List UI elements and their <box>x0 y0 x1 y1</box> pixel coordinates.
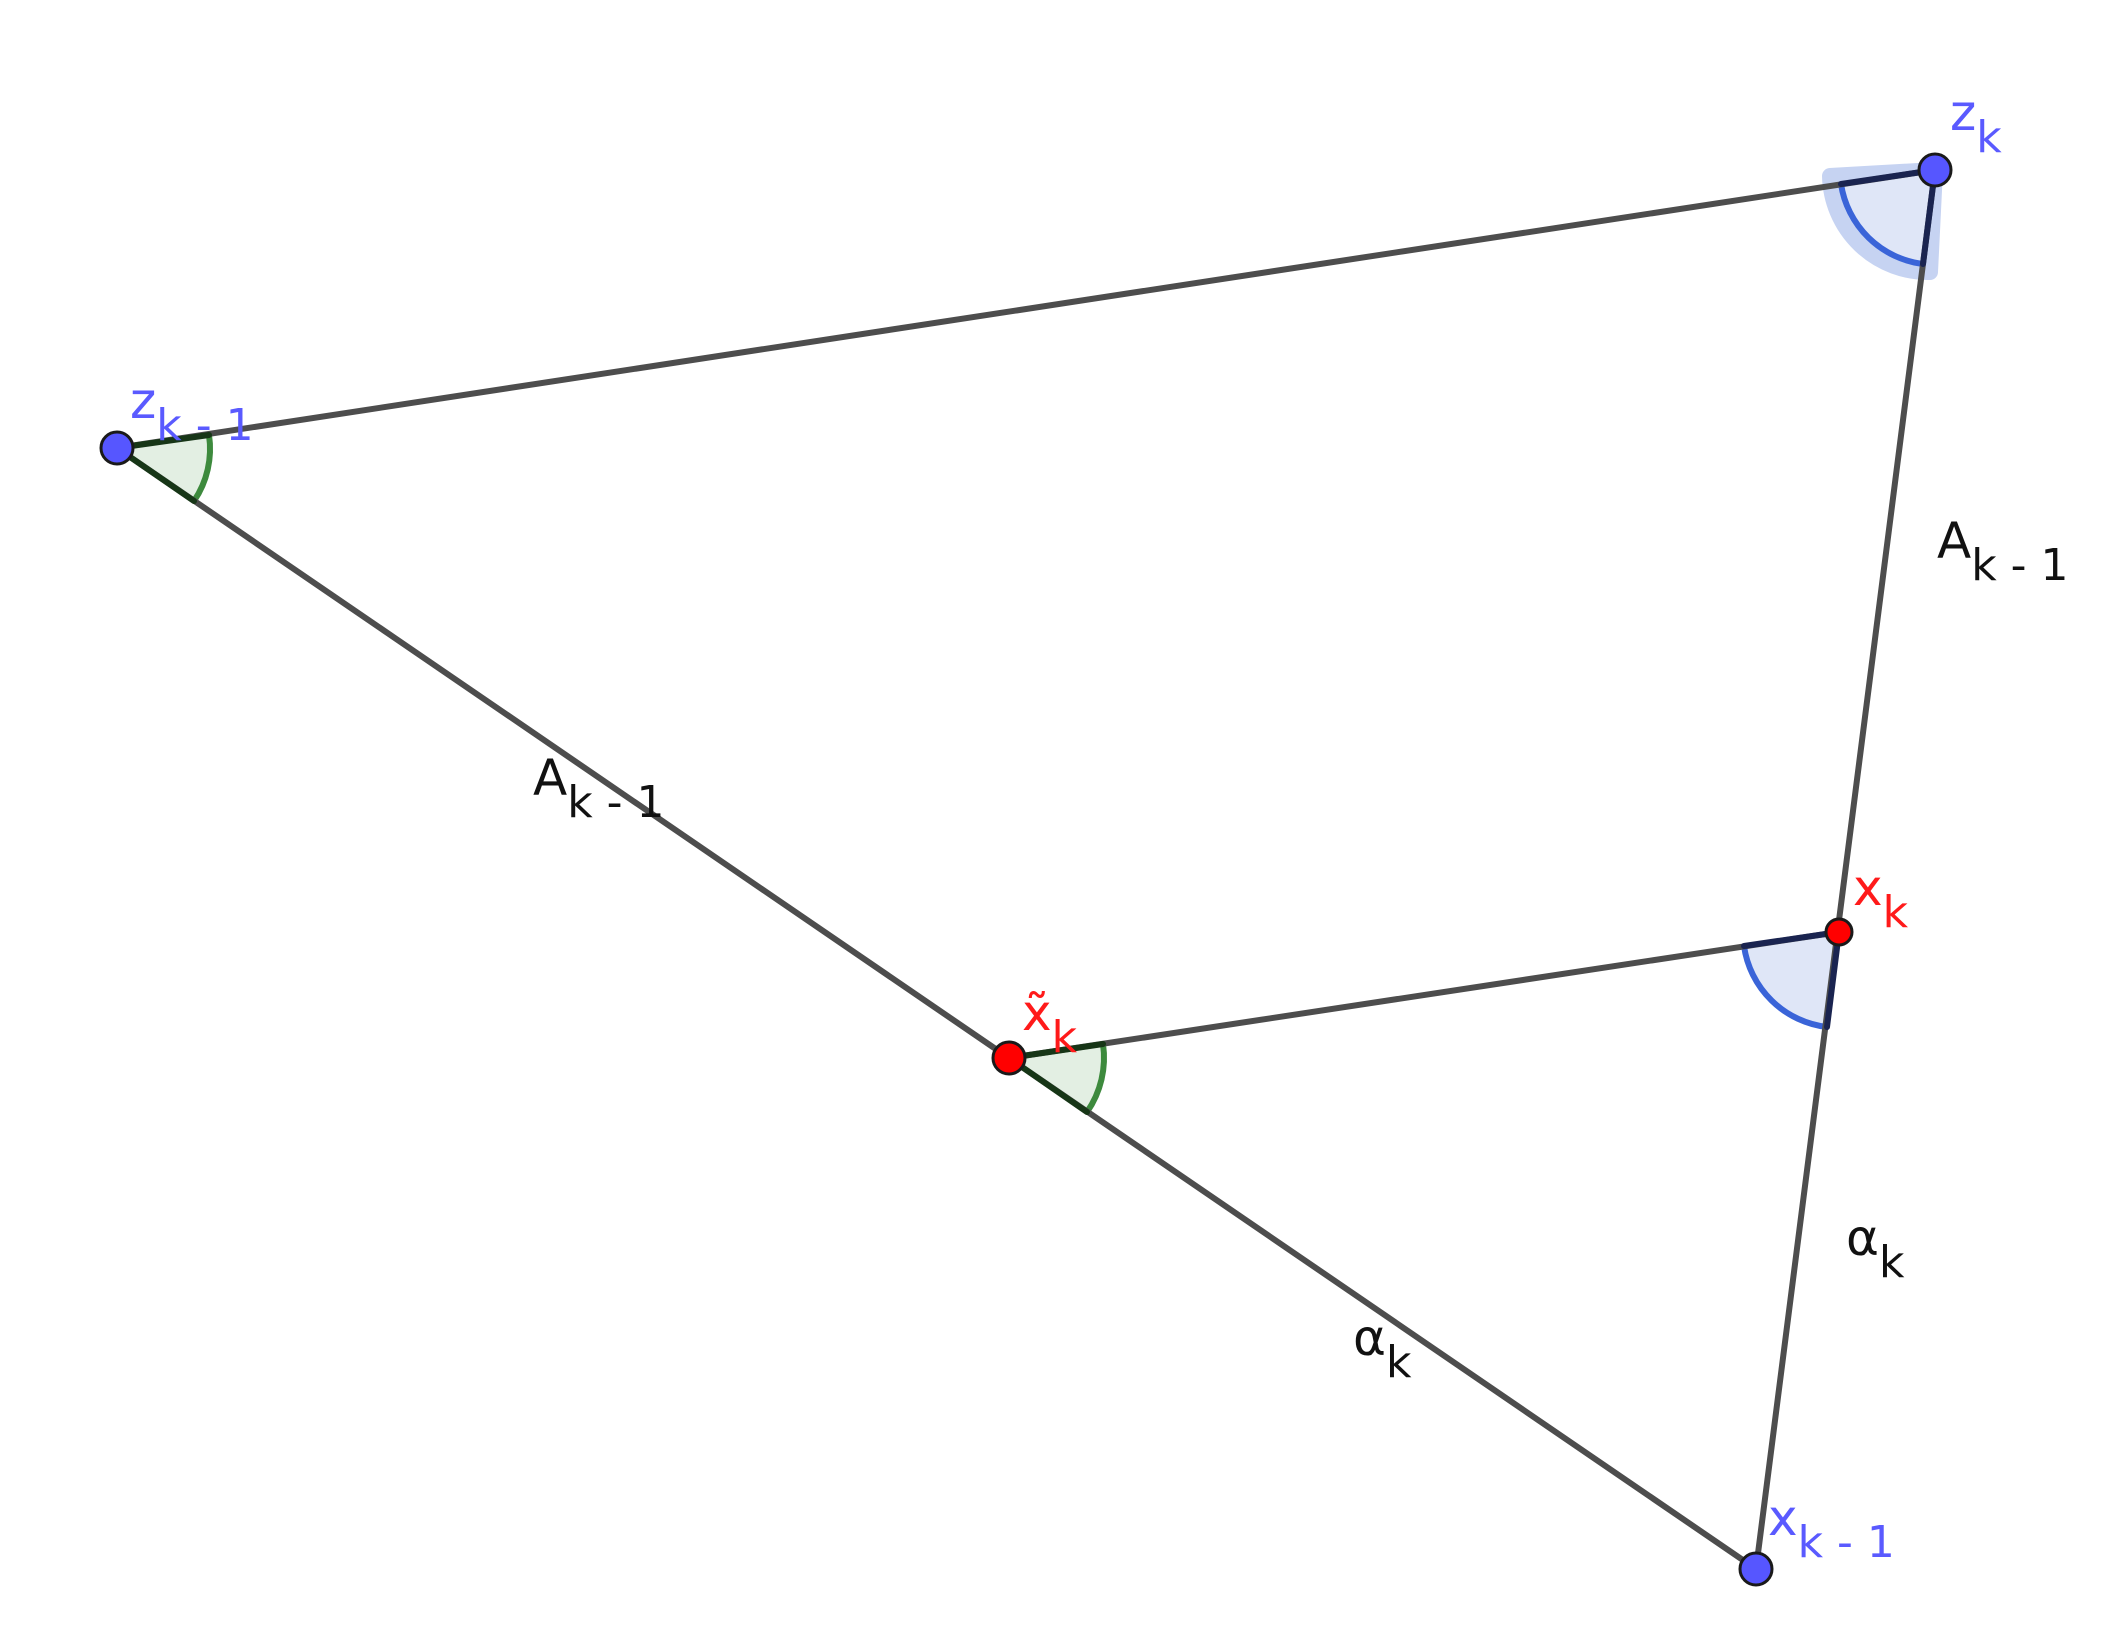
angle-arc-z-k <box>1838 183 1924 267</box>
label-segment-right-lower: αk <box>1846 1209 1905 1288</box>
angle-arc-z-k-minus-1 <box>191 434 214 503</box>
angle-arc-x-k <box>1741 945 1828 1030</box>
label-x-k-sub: k <box>1883 887 1909 938</box>
label-segment-left-upper-sub: k - 1 <box>567 777 664 828</box>
segment-x-tilde-k-to-x-k <box>1006 929 1842 1061</box>
label-z-k-minus-1: zk - 1 <box>130 372 254 451</box>
label-segment-left-upper: Ak - 1 <box>533 749 665 828</box>
angle-arc-x-tilde-k <box>1084 1043 1107 1114</box>
label-segment-left-lower-sub: k <box>1386 1337 1412 1388</box>
angle-arm-x-k-a <box>1741 929 1842 949</box>
label-x-k-minus-1-sub: k - 1 <box>1798 1517 1895 1568</box>
point-x-k[interactable] <box>1824 917 1854 947</box>
label-z-k-base: z <box>1950 84 1976 142</box>
point-x-tilde-k[interactable] <box>991 1040 1027 1076</box>
label-z-k-sub: k <box>1976 112 2002 163</box>
segment-z-k-minus-1-to-x-k-minus-1 <box>114 445 1759 1572</box>
label-x-k-base: x <box>1853 859 1883 917</box>
angle-marker-x-k <box>1744 932 1839 1027</box>
segment-z-k-to-x-k-minus-1 <box>1753 167 1938 1572</box>
angle-marker-z-k-minus-1 <box>117 435 211 501</box>
label-z-k-minus-1-base: z <box>130 372 156 430</box>
label-z-k: zk <box>1950 84 2002 163</box>
label-x-k-minus-1-base: x <box>1768 1489 1798 1547</box>
point-z-k[interactable] <box>1917 152 1953 188</box>
segment-z-k-minus-1-to-z-k <box>114 167 1938 451</box>
label-segment-left-upper-base: A <box>533 749 567 807</box>
label-x-tilde-k-sub: k <box>1052 1012 1078 1063</box>
label-segment-left-lower: αk <box>1353 1309 1412 1388</box>
point-x-k-minus-1[interactable] <box>1738 1551 1774 1587</box>
label-segment-right-lower-sub: k <box>1879 1237 1905 1288</box>
label-segment-right-lower-base: α <box>1846 1209 1879 1267</box>
label-x-tilde-k: x̃k <box>1022 984 1078 1063</box>
label-segment-right-upper-sub: k - 1 <box>1971 540 2068 591</box>
label-z-k-minus-1-sub: k - 1 <box>156 400 253 451</box>
label-x-k-minus-1: xk - 1 <box>1768 1489 1895 1568</box>
angle-arm-x-k-b <box>1824 929 1842 1030</box>
label-segment-right-upper: Ak - 1 <box>1937 512 2069 591</box>
angle-marker-z-k <box>1841 170 1935 264</box>
label-x-tilde-k-base: x̃ <box>1022 984 1052 1042</box>
point-z-k-minus-1[interactable] <box>99 430 135 466</box>
angle-marker-x-tilde-k <box>1009 1044 1105 1112</box>
label-segment-left-lower-base: α <box>1353 1309 1386 1367</box>
label-x-k: xk <box>1853 859 1909 938</box>
label-segment-right-upper-base: A <box>1937 512 1971 570</box>
